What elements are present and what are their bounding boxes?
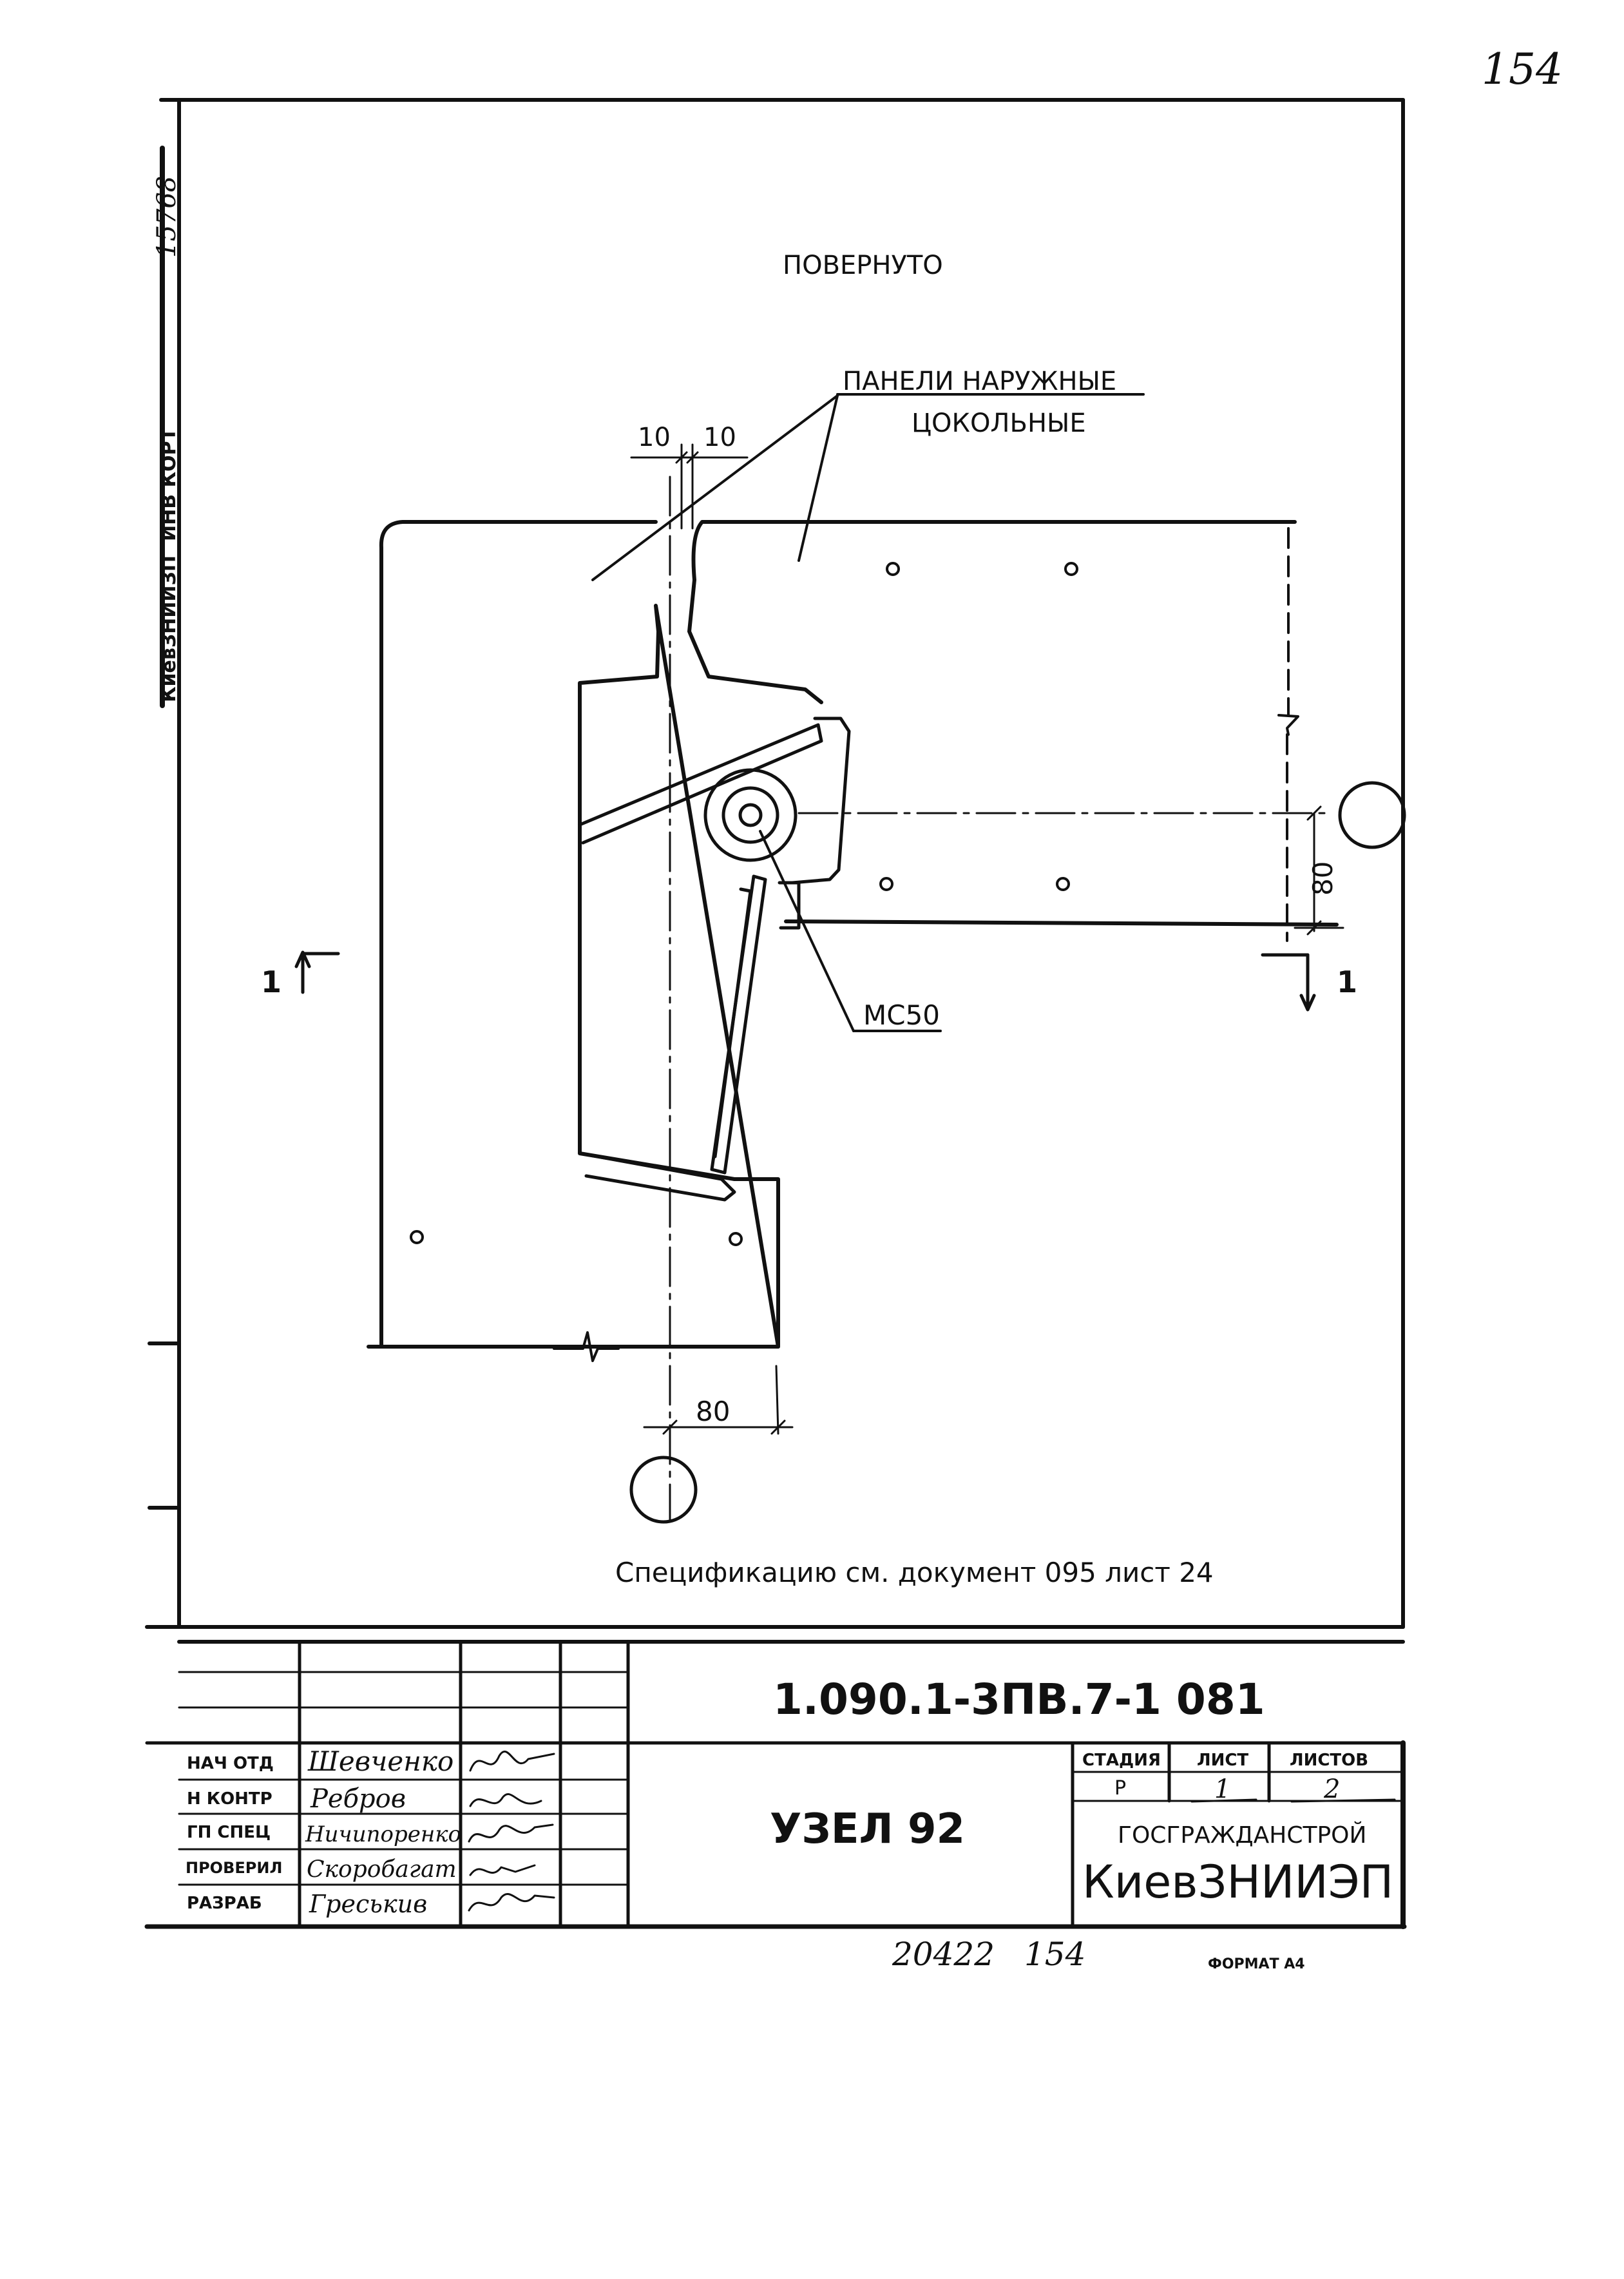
- dim-vertical: [1294, 805, 1344, 936]
- callout-part-leader: [759, 830, 942, 1032]
- drawing-frame: [145, 98, 1405, 1629]
- callout-panels-line2: ЦОКОЛЬНЫЕ: [912, 409, 1086, 438]
- org-top: ГОСГРАЖДАНСТРОЙ: [1118, 1822, 1366, 1849]
- name-norm-control: Ребров: [310, 1784, 406, 1814]
- callout-panels-line1: ПАНЕЛИ НАРУЖНЫЕ: [843, 367, 1116, 396]
- sheet-number: 154: [1482, 44, 1563, 94]
- callout-part: МС50: [863, 999, 940, 1031]
- bolt-holes: [410, 562, 1078, 1246]
- org-bottom: КиевЗНИИЭП: [1082, 1856, 1393, 1909]
- title-block-grid: [144, 1640, 1407, 1929]
- left-panel: [367, 520, 780, 1349]
- axis-bubble-bottom: [629, 1456, 698, 1524]
- footer-format: ФОРМАТ А4: [1208, 1956, 1305, 1972]
- dim-gap-right: 10: [703, 423, 736, 452]
- hinge: [703, 768, 798, 862]
- role-norm-control: Н КОНТР: [187, 1789, 272, 1809]
- role-head-of-dept: НАЧ ОТД: [187, 1754, 274, 1773]
- sheet-value-underline: [1190, 1798, 1257, 1803]
- break-line-bottom: [553, 1331, 620, 1362]
- dim-gap-left: 10: [638, 423, 671, 452]
- margin-stamp: КиевЗНИИЗП ИНВ КОРТ 15768: [152, 176, 182, 702]
- name-head-of-dept: Шевченко: [307, 1745, 454, 1777]
- name-developed: Греськив: [309, 1890, 427, 1918]
- right-panel: [687, 520, 1297, 704]
- margin-inventory-mark: 15768: [152, 176, 182, 258]
- footer-page: 154: [1024, 1936, 1085, 1973]
- sheet-header: ЛИСТ: [1197, 1751, 1248, 1770]
- sheets-header: ЛИСТОВ: [1290, 1751, 1368, 1770]
- margin-org-label: КиевЗНИИЗП: [158, 555, 180, 702]
- sheet-value: 1: [1214, 1774, 1230, 1804]
- right-panel-edges: [784, 527, 1339, 942]
- dim-gap: [630, 443, 749, 530]
- axis-bubble-right: [1338, 781, 1406, 849]
- stage-header: СТАДИЯ: [1082, 1751, 1161, 1770]
- stage-value: Р: [1114, 1777, 1126, 1800]
- name-chief-specialist: Ничипоренко: [305, 1822, 461, 1847]
- dim-horizontal-label: 80: [696, 1396, 730, 1427]
- sheets-value: 2: [1323, 1774, 1340, 1804]
- section-label-left: 1: [261, 965, 282, 999]
- signatures: [468, 1750, 555, 1912]
- role-checked: ПРОВЕРИЛ: [186, 1859, 282, 1877]
- section-label-right: 1: [1337, 965, 1357, 999]
- bracket: [578, 716, 851, 1202]
- callout-panels-leaders: [591, 394, 839, 581]
- footer-inventory: 20422: [892, 1936, 995, 1973]
- dim-horizontal: [643, 1365, 794, 1435]
- name-checked: Скоробагат: [307, 1856, 457, 1883]
- section-mark-left: [294, 950, 340, 994]
- section-mark-right: [1261, 953, 1316, 1012]
- dim-vertical-label: 80: [1307, 861, 1339, 896]
- spec-note: Спецификацию см. документ 095 лист 24: [615, 1557, 1214, 1588]
- role-developed: РАЗРАБ: [187, 1894, 262, 1913]
- sheets-value-underline: [1290, 1798, 1396, 1803]
- role-chief-specialist: ГП СПЕЦ: [187, 1823, 271, 1842]
- node-title: УЗЕЛ 92: [770, 1805, 965, 1853]
- axis-lines: [669, 476, 1328, 1522]
- margin-copy-label: ИНВ КОРТ: [158, 427, 180, 541]
- doc-code: 1.090.1-3ПВ.7-1 081: [773, 1675, 1265, 1724]
- note-rotated: ПОВЕРНУТО: [783, 251, 943, 280]
